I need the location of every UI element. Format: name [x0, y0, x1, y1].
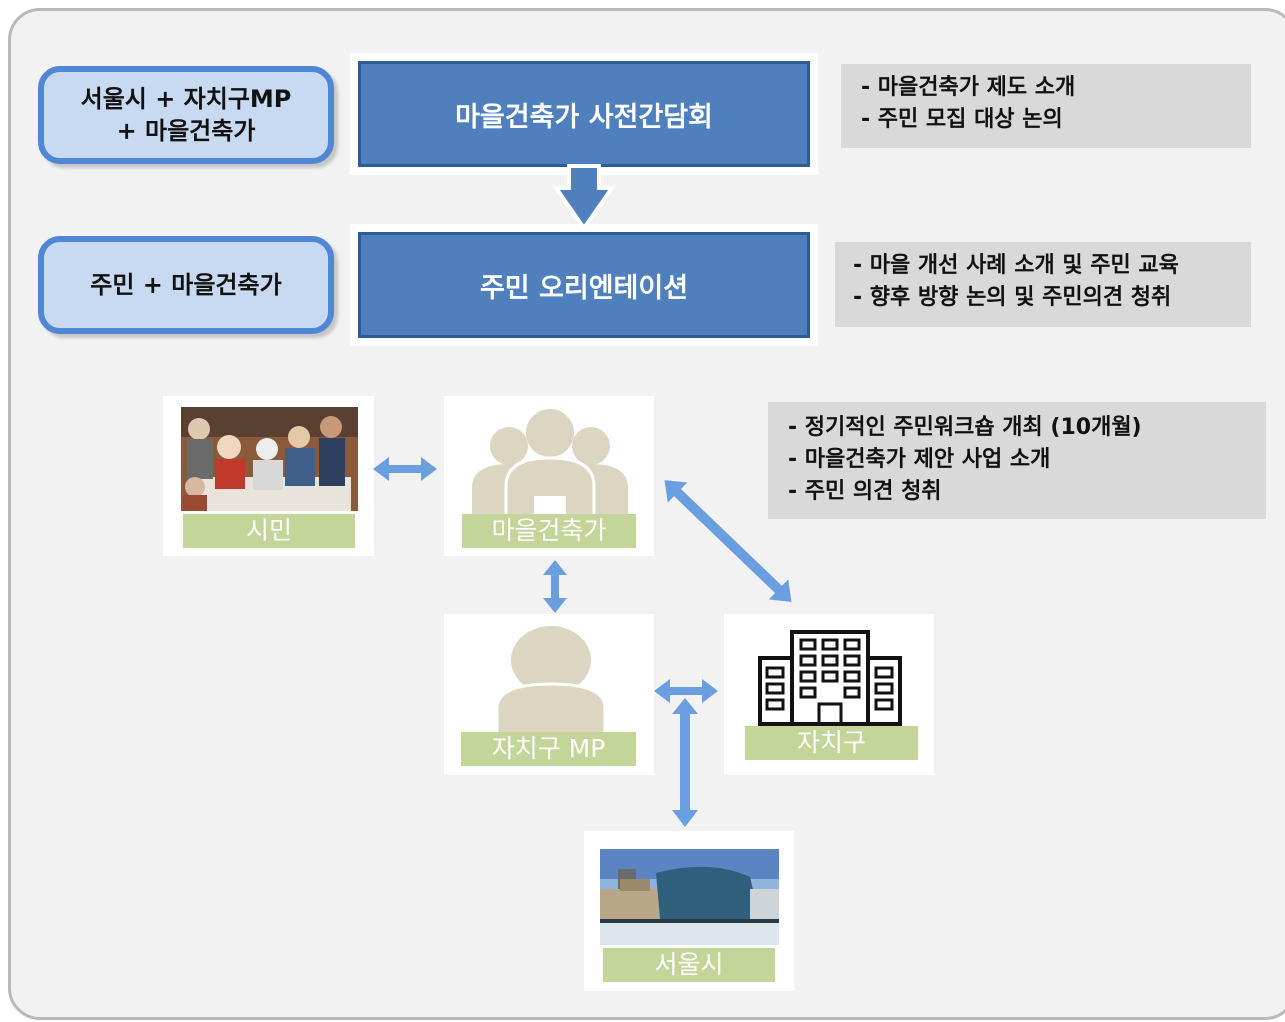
- seoul-city-hall-photo: [600, 849, 779, 945]
- stage1-notes: - 마을건축가 제도 소개 - 주민 모집 대상 논의: [841, 64, 1251, 148]
- stage1-title: 마을건축가 사전간담회: [358, 61, 810, 167]
- seoul-label: 서울시: [603, 948, 775, 982]
- workshop-photo: [181, 407, 358, 511]
- workshop-notes: - 정기적인 주민워크숍 개최 (10개월) - 마을건축가 제안 사업 소개 …: [768, 402, 1266, 519]
- architect-card: 마을건축가: [444, 396, 654, 556]
- district-mp-label: 자치구 MP: [461, 732, 636, 766]
- stage2-note-1: - 마을 개선 사례 소개 및 주민 교육: [853, 253, 1179, 278]
- arrow-architect-district: [664, 480, 792, 602]
- process-down-arrow: [552, 164, 616, 232]
- arrow-seoul-link: [672, 698, 698, 827]
- arrow-architect-mp: [543, 560, 567, 613]
- stage2-title: 주민 오리엔테이션: [358, 232, 810, 338]
- citizen-label: 시민: [183, 514, 355, 548]
- stage2-notes: - 마을 개선 사례 소개 및 주민 교육 - 향후 방향 논의 및 주민의견 …: [835, 242, 1251, 327]
- district-mp-card: 자치구 MP: [444, 614, 654, 775]
- person-icon: [495, 626, 607, 740]
- district-card: 자치구: [724, 614, 934, 775]
- seoul-card: 서울시: [584, 831, 794, 991]
- arrow-mp-district: [654, 679, 718, 703]
- stage1-note-2: - 주민 모집 대상 논의: [861, 107, 1063, 132]
- workshop-note-1: - 정기적인 주민워크숍 개최 (10개월): [788, 415, 1142, 440]
- stage2-note-2: - 향후 방향 논의 및 주민의견 청취: [853, 285, 1172, 310]
- citizen-card: 시민: [163, 396, 374, 556]
- workshop-note-3: - 주민 의견 청취: [788, 479, 942, 504]
- group-people-icon: [472, 409, 628, 521]
- architect-label: 마을건축가: [462, 514, 636, 548]
- workshop-note-2: - 마을건축가 제안 사업 소개: [788, 447, 1051, 472]
- building-icon: [758, 630, 902, 726]
- stage1-box: 마을건축가 사전간담회: [350, 53, 818, 175]
- stage2-participants: 주민 + 마을건축가: [38, 236, 334, 334]
- stage1-note-1: - 마을건축가 제도 소개: [861, 75, 1076, 100]
- district-label: 자치구: [745, 726, 918, 760]
- arrow-citizen-architect: [373, 457, 437, 481]
- stage1-participants: 서울시 + 자치구MP + 마을건축가: [38, 66, 334, 164]
- stage2-box: 주민 오리엔테이션: [350, 224, 818, 346]
